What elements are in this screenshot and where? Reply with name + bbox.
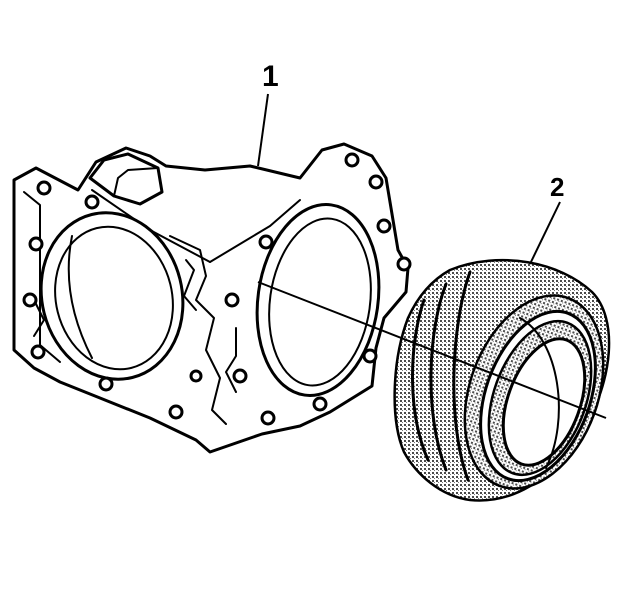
housing-icon — [12, 142, 412, 454]
bolt-holes — [22, 152, 412, 426]
callout-1: 1 — [257, 60, 279, 167]
callout-2: 2 — [529, 172, 564, 265]
center-axis-line — [257, 281, 607, 419]
callout-label-2: 2 — [550, 172, 564, 202]
seal-ring-icon — [393, 258, 611, 502]
leader-line-2 — [529, 201, 561, 265]
callout-label-1: 1 — [262, 60, 279, 93]
leader-line-1 — [257, 93, 269, 167]
